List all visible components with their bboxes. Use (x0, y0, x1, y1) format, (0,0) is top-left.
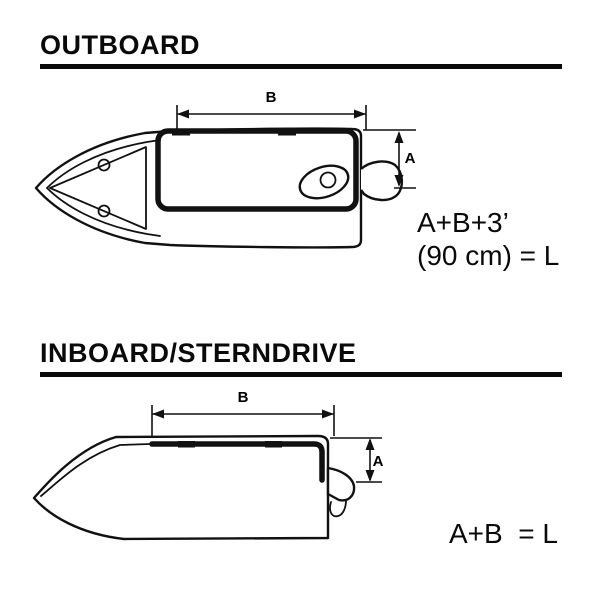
outboard-formula-line2: (90 cm) = L (417, 240, 560, 271)
inboard-boat-drawing (32, 434, 356, 541)
outboard-bow-cleat-top (97, 158, 111, 172)
inboard-dim-a-label: A (373, 453, 384, 470)
outboard-motor (298, 160, 403, 202)
sterndrive-upper-unit (326, 466, 356, 502)
outboard-inner-gunwale-top (46, 139, 161, 189)
inboard-dimension-a: A (330, 437, 384, 483)
inboard-divider (40, 372, 562, 377)
inboard-deck-fitting-right (265, 441, 282, 448)
outboard-boat-drawing (34, 127, 403, 249)
sterndrive-unit (326, 466, 356, 518)
inboard-formula: A+B = L (449, 517, 558, 550)
outboard-divider (40, 64, 562, 69)
inboard-deck-fitting-left (178, 441, 195, 448)
outboard-dimension-b: B (176, 89, 367, 131)
inboard-sheer-line (40, 443, 151, 497)
outboard-gunwale-fitting-left (172, 128, 190, 136)
outboard-formula-line1: A+B+3’ (417, 207, 509, 238)
outboard-section-title: OUTBOARD (40, 30, 200, 60)
outboard-motor-external-unit (360, 160, 403, 202)
outboard-dim-b-label: B (266, 89, 277, 106)
inboard-hull-outline (32, 434, 330, 541)
inboard-dimension-b: B (151, 390, 335, 436)
inboard-section-title: INBOARD/STERNDRIVE (40, 338, 357, 368)
sterndrive-skeg (329, 499, 347, 518)
outboard-cockpit-outline (155, 128, 359, 212)
outboard-gunwale-fitting-right (278, 128, 296, 136)
inboard-formula-line1: A+B = L (449, 518, 558, 549)
inboard-cockpit-outline (149, 441, 325, 483)
outboard-bow-cleat-bottom (97, 204, 111, 218)
outboard-motor-cowl (298, 164, 350, 200)
outboard-dimension-a: A (363, 129, 416, 189)
outboard-diagram: B A (34, 89, 416, 249)
outboard-bow-deck-seam (49, 146, 147, 230)
inboard-dim-b-label: B (238, 390, 249, 406)
outboard-inner-gunwale-bottom (46, 187, 161, 237)
outboard-motor-cap (319, 171, 337, 189)
outboard-formula: A+B+3’ (90 cm) = L (417, 206, 559, 272)
outboard-dim-a-label: A (405, 150, 416, 167)
inboard-diagram: B A (32, 390, 384, 541)
